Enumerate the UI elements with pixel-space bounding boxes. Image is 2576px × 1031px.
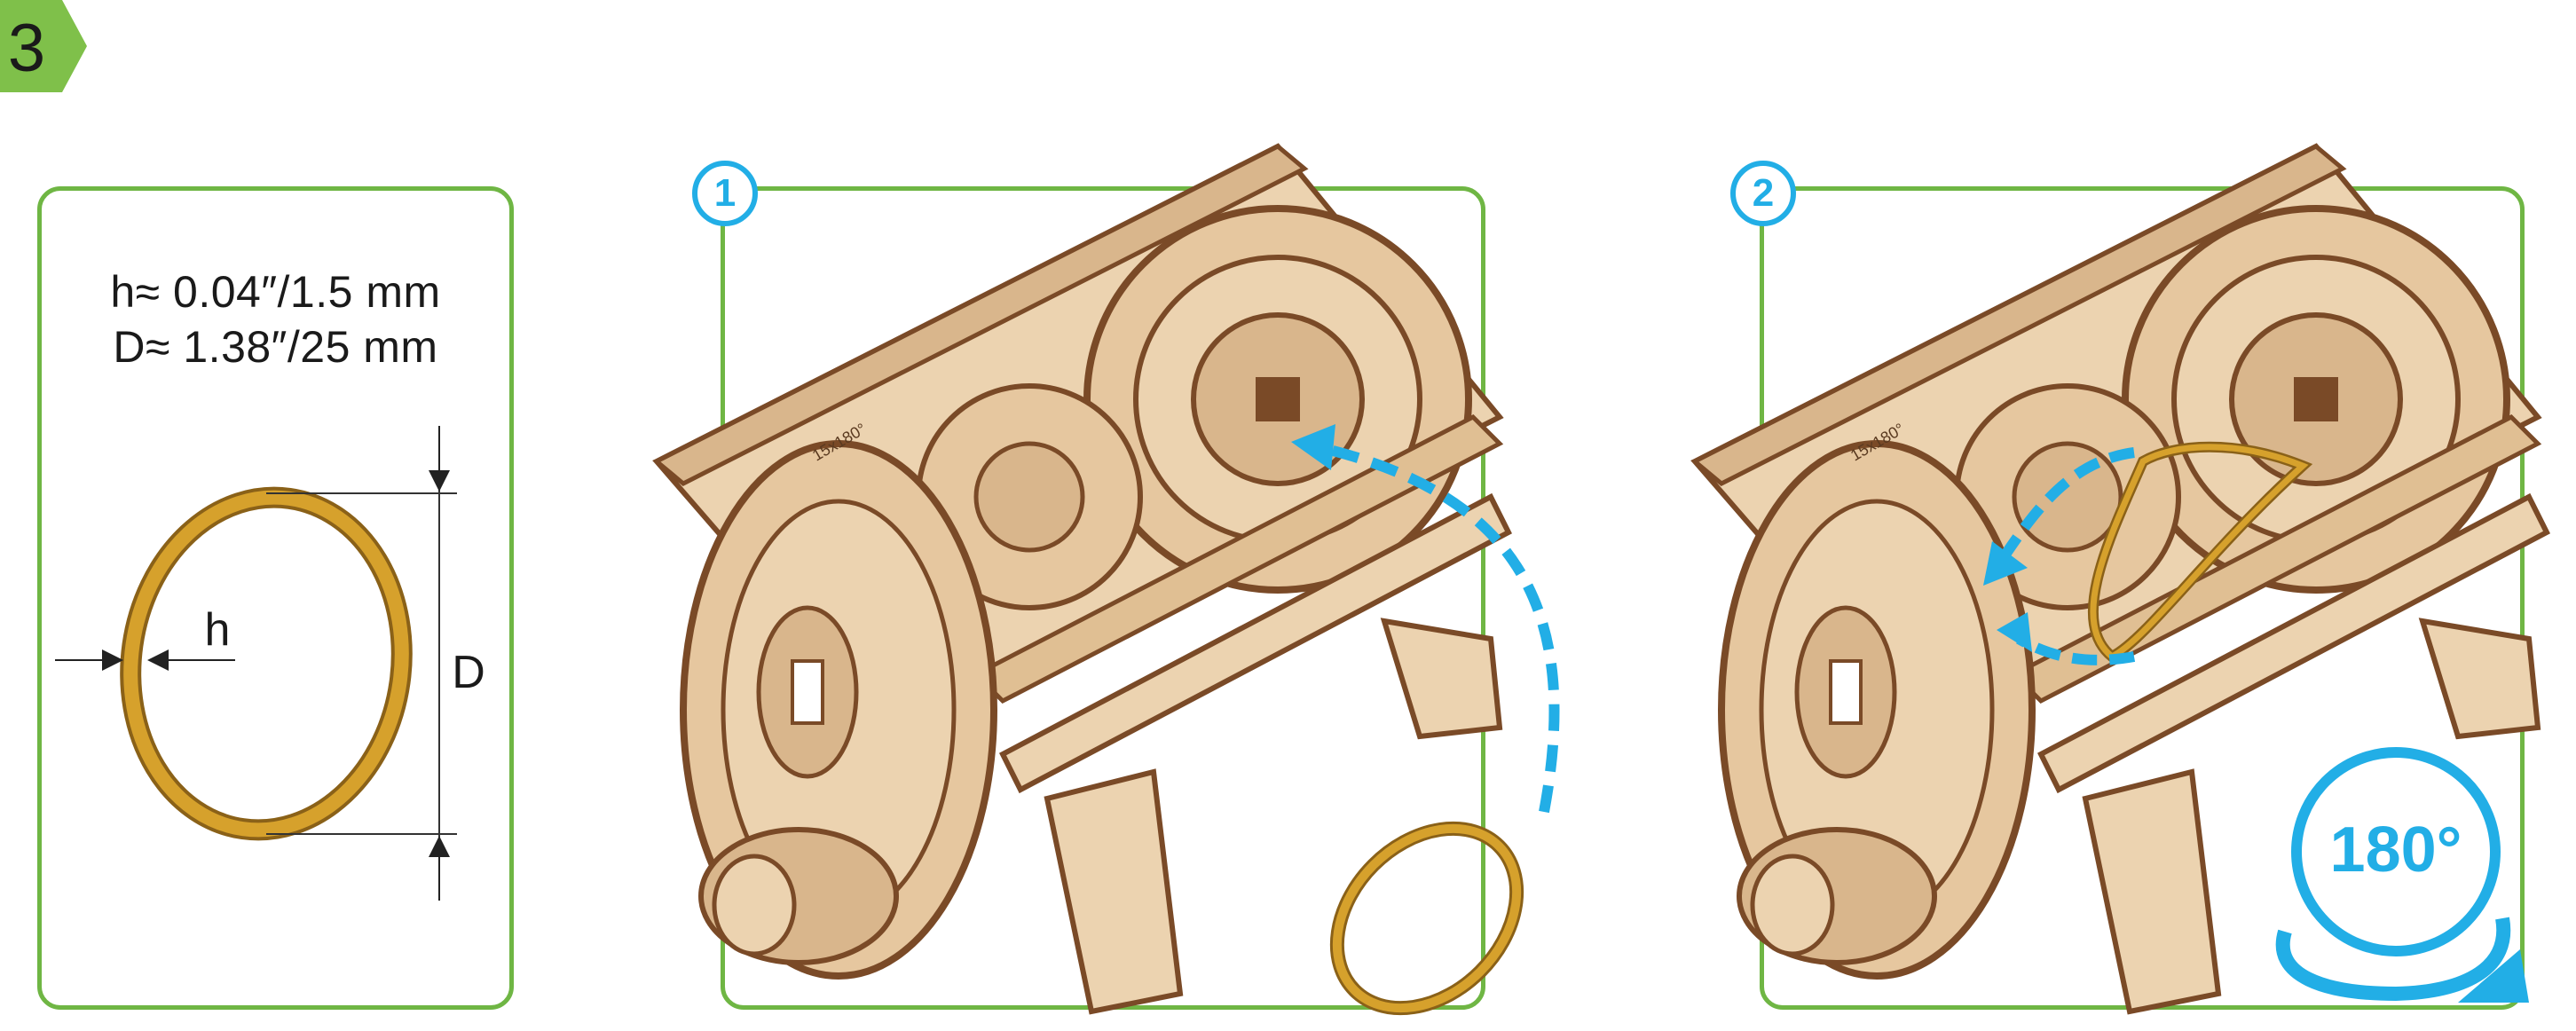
h-label: h xyxy=(205,604,231,656)
rubber-band-diagram xyxy=(55,426,457,901)
step-marker-2: 2 xyxy=(1730,161,1796,226)
step-marker-1: 1 xyxy=(692,161,758,226)
step-marker-2-label: 2 xyxy=(1753,171,1774,216)
rubber-band-1 xyxy=(1302,793,1553,1031)
rotation-label: 180° xyxy=(2330,815,2462,885)
step-marker-1-label: 1 xyxy=(714,171,736,216)
d-label: D xyxy=(452,647,485,698)
wooden-model-illustration-1: 15x180° xyxy=(657,146,1509,1011)
